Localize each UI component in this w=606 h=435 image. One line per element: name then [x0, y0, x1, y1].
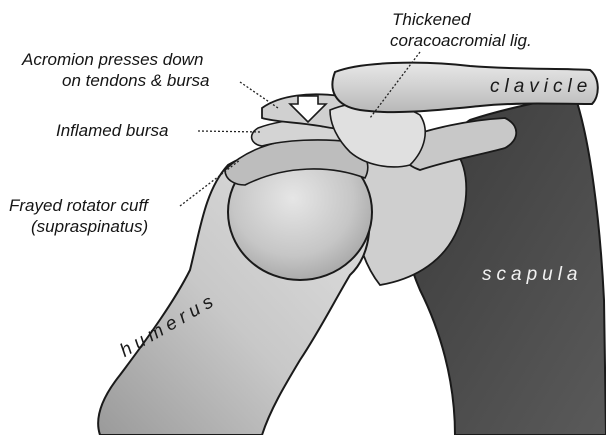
cuff-label-line1: Frayed rotator cuff: [9, 196, 148, 216]
acromion-label-line1: Acromion presses down: [22, 50, 203, 70]
scapula-label: scapula: [482, 264, 583, 286]
acromion-label-line2: on tendons & bursa: [62, 71, 209, 91]
cuff-label-line2: (supraspinatus): [31, 217, 148, 237]
thickened-lig-label-line2: coracoacromial lig.: [390, 31, 532, 51]
thickened-lig-label-line1: Thickened: [392, 10, 470, 30]
clavicle-label: clavicle: [490, 76, 592, 98]
bursa-label: Inflamed bursa: [56, 121, 168, 141]
